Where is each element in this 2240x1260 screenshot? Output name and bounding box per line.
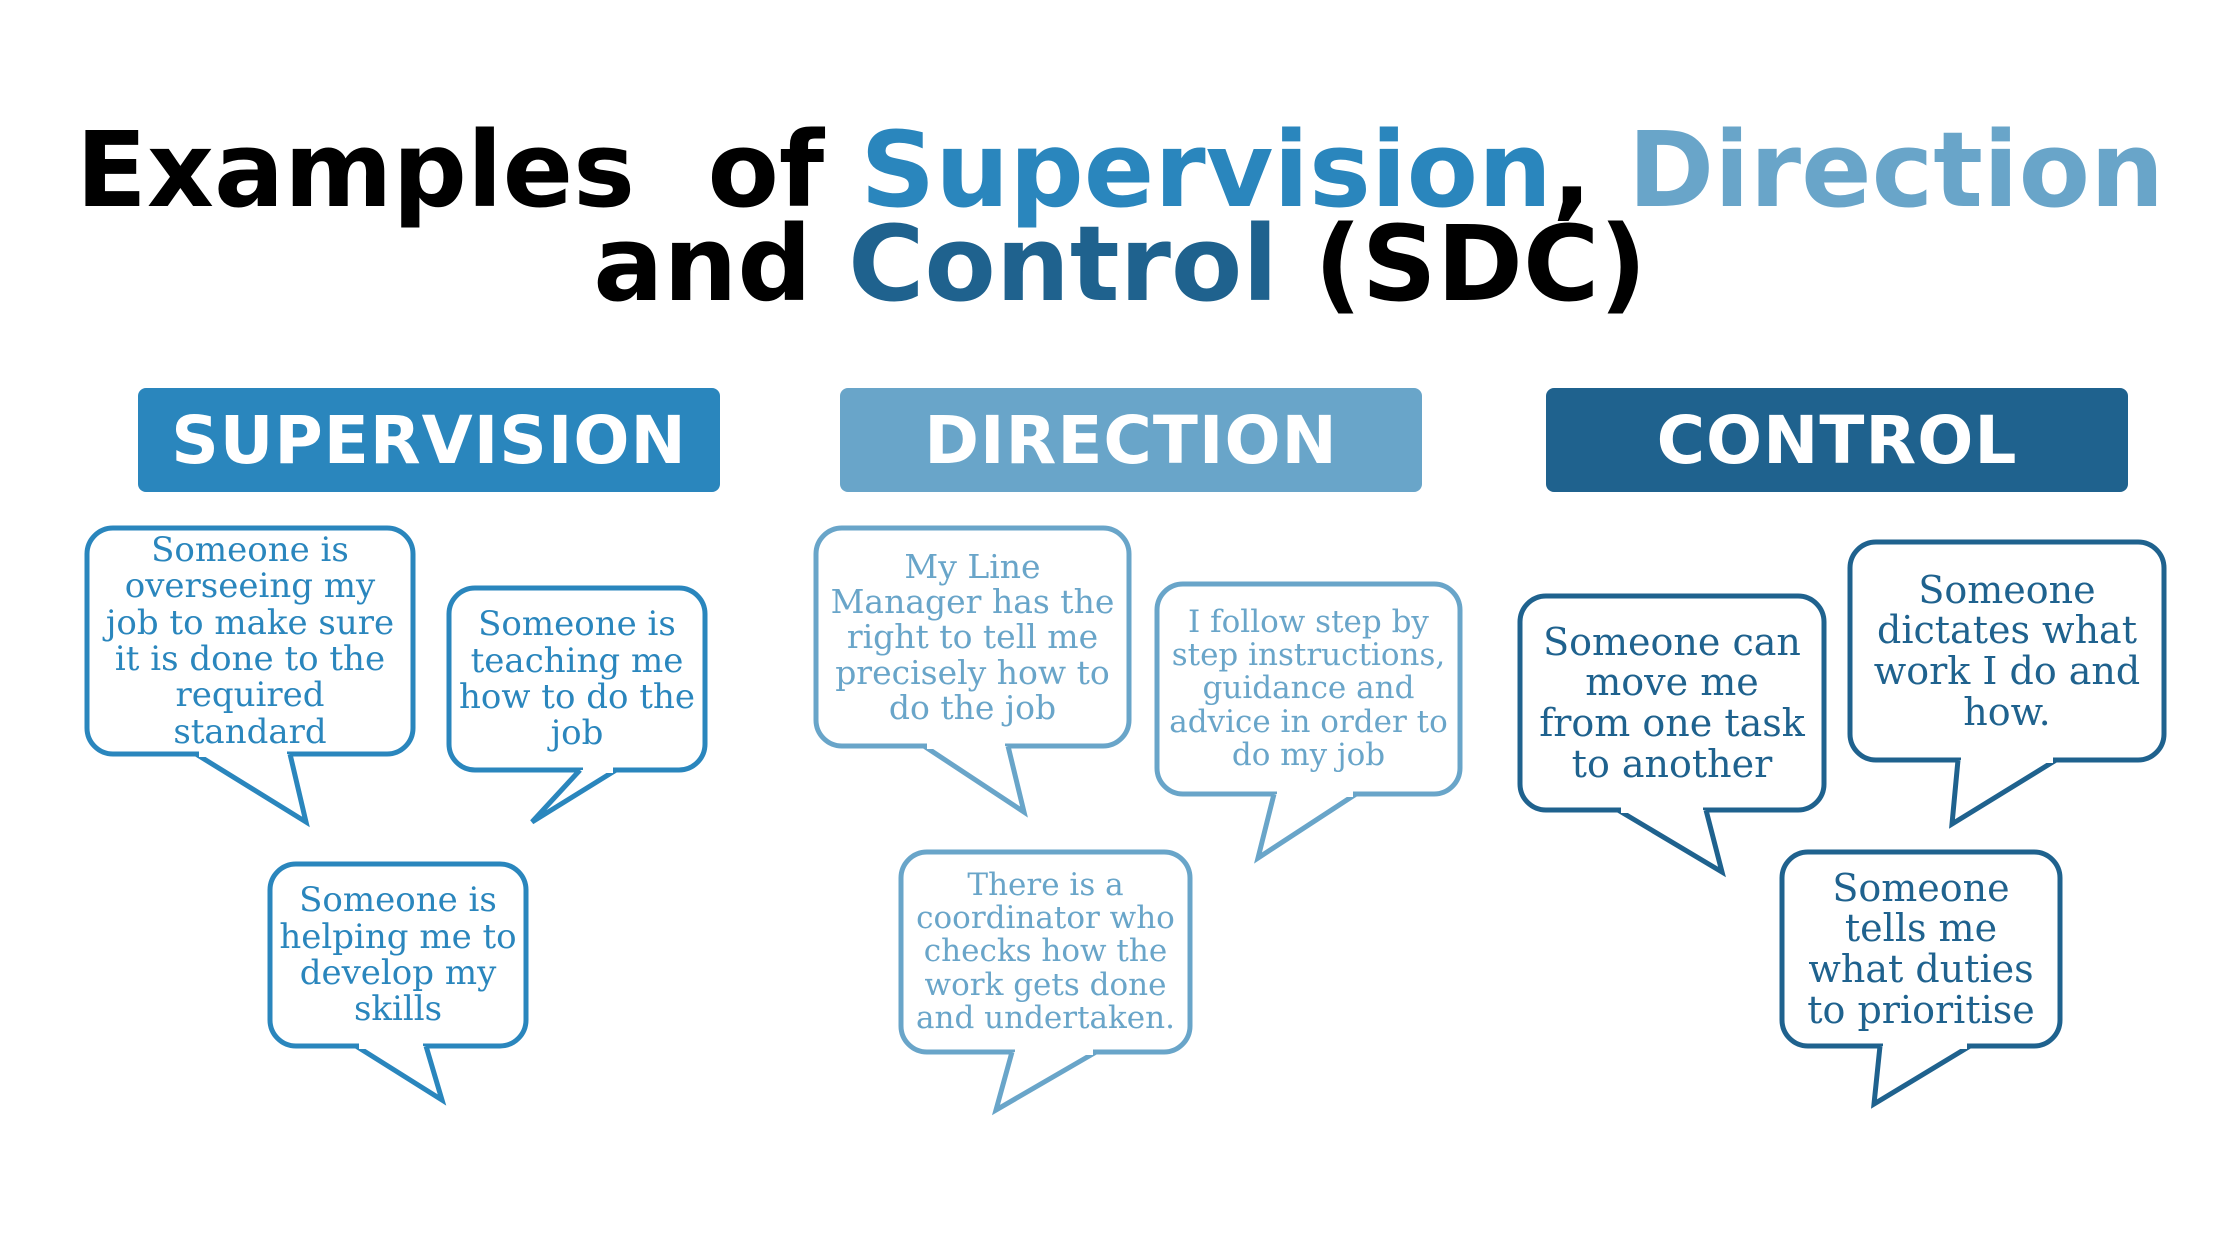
direction-bubble-text-1: My Line Manager has the right to tell me… [830,546,1115,727]
control-bubble-1 [1517,593,1827,878]
bubble-tail [922,743,1028,818]
bubble-tail [991,1049,1098,1116]
direction-header: DIRECTION [840,388,1422,492]
bubble-tail [194,751,310,828]
title-line1-segment-4: Direction [1627,109,2165,231]
bubble-tail [1870,1043,1972,1109]
direction-bubble-2 [1154,581,1463,864]
supervision-bubble-3 [267,861,529,1106]
direction-bubble-1 [813,525,1132,818]
title-line1-segment-3: , [1552,109,1628,231]
bubble-tail [1616,807,1726,878]
control-bubble-3 [1779,849,2063,1109]
title-line2-segment-2: Control [848,203,1278,325]
title-line1-segment-2: Supervision [860,109,1553,231]
title-line2-segment-1: and [593,203,849,325]
title-line1-segment-1: Examples of [75,109,861,231]
title-line2-segment-3: (SDC) [1277,203,1647,325]
page-title-line-2: and Control (SDC) [0,212,2240,316]
bubble-tail [530,767,618,825]
direction-bubble-text-2: I follow step by step instructions, guid… [1169,604,1448,773]
bubble-tail [1254,791,1358,864]
control-header: CONTROL [1546,388,2128,492]
control-bubble-text-1: Someone can move me from one task to ano… [1539,619,1805,786]
control-bubble-2 [1847,539,2167,829]
control-bubble-text-3: Someone tells me what duties to prioriti… [1807,865,2035,1032]
page-title-line-1: Examples of Supervision, Direction [0,118,2240,222]
supervision-bubble-text-2: Someone is teaching me how to do the job [459,604,695,754]
control-bubble-text-2: Someone dictates what work I do and how. [1873,567,2141,734]
supervision-bubble-text-3: Someone is helping me to develop my skil… [279,880,517,1030]
direction-bubble-3 [898,849,1193,1116]
supervision-header: SUPERVISION [138,388,720,492]
supervision-bubble-2 [446,585,708,825]
bubble-tail [1949,757,2058,829]
direction-bubble-text-3: There is a coordinator who checks how th… [916,867,1175,1036]
supervision-bubble-text-1: Someone is overseeing my job to make sur… [105,529,395,752]
bubble-tail [354,1043,447,1106]
supervision-bubble-1 [84,525,416,828]
